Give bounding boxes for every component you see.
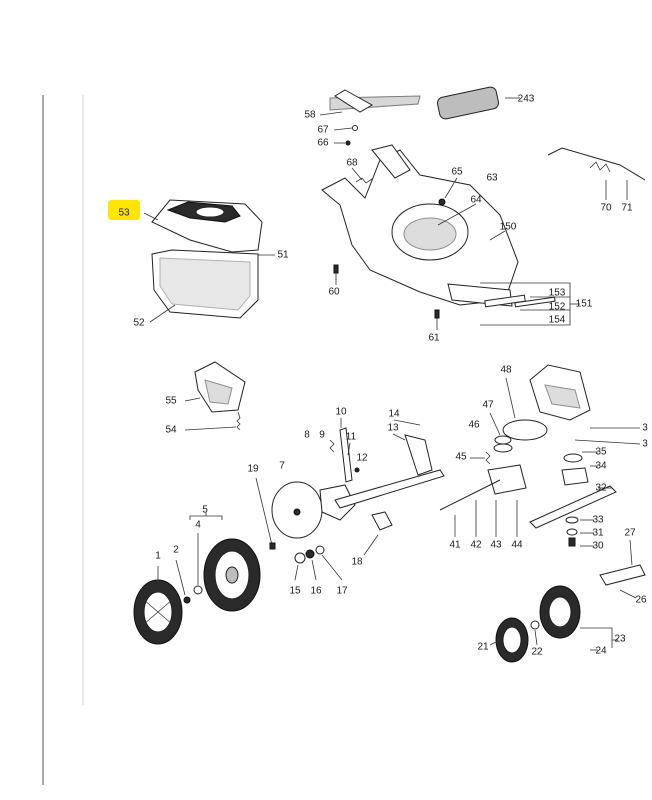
part-label-17: 17: [336, 586, 348, 597]
blade-assembly: [529, 451, 617, 547]
part-label-58: 58: [304, 110, 316, 121]
grass-catcher-assembly: [143, 199, 275, 323]
part-label-71: 71: [621, 203, 633, 214]
part-label-66: 66: [317, 138, 329, 149]
part-label-55: 55: [165, 396, 177, 407]
part-label-12: 12: [356, 453, 368, 464]
part-label-51: 51: [277, 250, 289, 261]
part-label-64: 64: [470, 195, 482, 206]
part-label-61: 61: [428, 333, 440, 344]
handle-bar-assembly: [547, 147, 646, 200]
rear-wheel-assembly: [133, 512, 261, 645]
part-label-54: 54: [165, 425, 177, 436]
part-label-1: 1: [155, 551, 161, 562]
part-label-46: 46: [468, 420, 480, 431]
part-label-34: 34: [595, 461, 607, 472]
gearbox-assembly: [439, 364, 641, 537]
part-label-30: 30: [592, 541, 604, 552]
front-wheel-assembly: [489, 539, 646, 663]
part-label-14: 14: [388, 409, 400, 420]
part-label-52: 52: [133, 318, 145, 329]
part-label-152: 152: [549, 302, 566, 313]
part-label-70: 70: [600, 203, 612, 214]
part-label-42: 42: [470, 540, 482, 551]
part-label-32: 32: [595, 483, 607, 494]
part-label-151: 151: [576, 299, 593, 310]
part-label-3: 3: [642, 423, 648, 434]
part-label-23: 23: [614, 634, 626, 645]
part-label-16: 16: [310, 586, 322, 597]
part-label-243: 243: [518, 94, 535, 105]
part-label-22: 22: [531, 647, 543, 658]
part-label-5: 5: [202, 505, 208, 516]
part-label-31: 31: [592, 528, 604, 539]
part-label-67: 67: [317, 125, 329, 136]
part-label-44: 44: [511, 540, 523, 551]
part-label-3b: 3: [642, 439, 648, 450]
part-label-41: 41: [449, 540, 461, 551]
drive-assembly: [255, 418, 445, 581]
part-label-60: 60: [328, 287, 340, 298]
part-label-4: 4: [195, 520, 201, 531]
part-label-2: 2: [173, 545, 179, 556]
part-label-150: 150: [500, 222, 517, 233]
part-label-26: 26: [635, 595, 647, 606]
part-label-24: 24: [595, 646, 607, 657]
part-label-33: 33: [592, 515, 604, 526]
mower-deck-assembly: [321, 144, 580, 330]
part-label-10: 10: [335, 407, 347, 418]
part-label-19: 19: [247, 464, 259, 475]
part-label-47: 47: [482, 400, 494, 411]
part-label-65: 65: [451, 167, 463, 178]
part-label-18: 18: [351, 557, 363, 568]
part-label-13: 13: [387, 423, 399, 434]
part-label-11: 11: [346, 432, 357, 443]
part-label-15: 15: [289, 586, 301, 597]
upper-handle-parts: [319, 86, 520, 146]
highlight-marker-53: [108, 200, 140, 220]
part-label-9: 9: [319, 430, 325, 441]
part-label-68: 68: [346, 158, 358, 169]
part-label-154: 154: [549, 315, 566, 326]
part-label-63: 63: [486, 173, 498, 184]
part-label-43: 43: [490, 540, 502, 551]
part-label-21: 21: [477, 642, 489, 653]
rear-flap-assembly: [184, 361, 246, 431]
part-label-8: 8: [304, 430, 310, 441]
part-label-35: 35: [595, 447, 607, 458]
part-label-7: 7: [279, 461, 285, 472]
part-label-53: 53: [118, 208, 130, 219]
part-label-45: 45: [455, 452, 467, 463]
part-label-48: 48: [500, 365, 512, 376]
part-label-27: 27: [624, 528, 636, 539]
part-label-153: 153: [549, 288, 566, 299]
